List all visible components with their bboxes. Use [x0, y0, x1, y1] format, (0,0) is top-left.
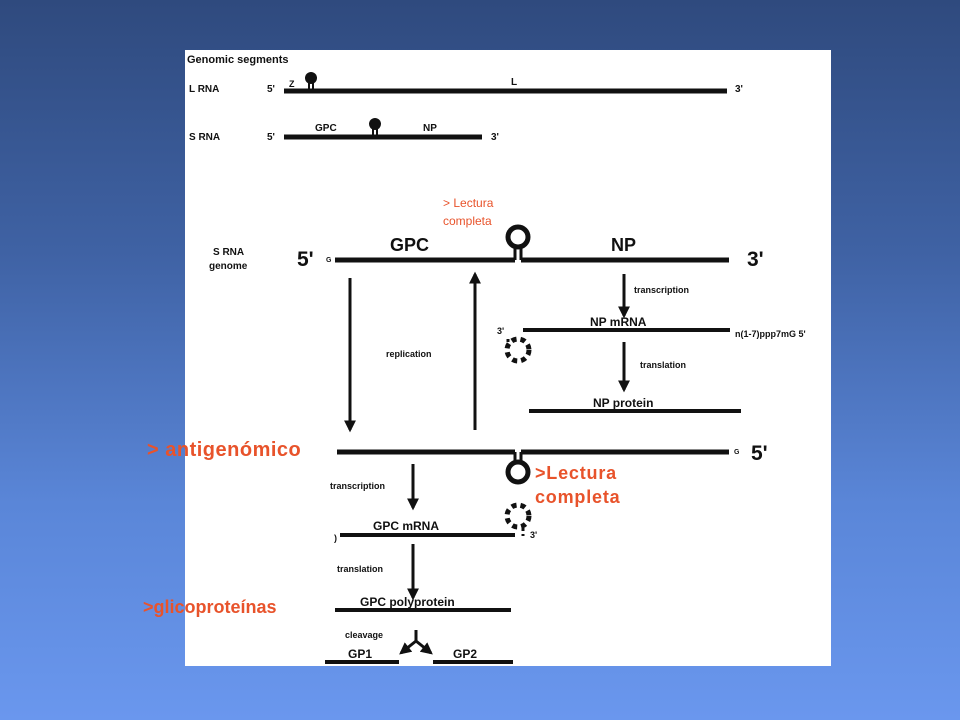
cleavage-arrow-right: [415, 639, 433, 655]
np-mrna-label: NP mRNA: [590, 315, 647, 329]
glicoproteinas-annotation: >glicoproteínas: [143, 597, 277, 617]
lectura-completa-small-annotation: > Lectura completa: [443, 196, 494, 228]
gpc-mrna-label: GPC mRNA: [373, 519, 439, 533]
translation-gpc-label: translation: [337, 564, 383, 574]
antigenome-g-label: G: [734, 449, 740, 456]
cleavage-arrow-left: [399, 639, 417, 655]
antigenome-five-prime: 5': [751, 442, 768, 465]
np-mrna-three-prime: 3': [497, 326, 504, 336]
genome-three-prime: 3': [747, 248, 764, 271]
antigenome-hairpin: [505, 459, 531, 485]
genome-np-label: NP: [611, 235, 636, 255]
transcription-np-label: transcription: [634, 285, 689, 295]
gpc-polyprotein-label: GPC polyprotein: [360, 595, 455, 609]
np-mrna-broken-hairpin: [504, 336, 532, 364]
svg-text:): ): [334, 533, 337, 543]
l-rna-z-label: Z: [289, 79, 295, 89]
s-rna-np-label: NP: [423, 123, 437, 134]
gp2-label: GP2: [453, 647, 477, 661]
genome-g-label: G: [326, 257, 332, 264]
genome-label-line2: genome: [209, 261, 248, 272]
np-mrna-cap-label: n(1-7)ppp7mG 5': [735, 329, 806, 339]
genome-five-prime: 5': [297, 248, 314, 271]
gp1-label: GP1: [348, 647, 372, 661]
l-rna-l-label: L: [511, 77, 517, 88]
l-rna-three-prime: 3': [735, 84, 743, 95]
genome-hairpin: [505, 224, 531, 250]
cleavage-label: cleavage: [345, 630, 383, 640]
np-protein-label: NP protein: [593, 396, 653, 410]
replication-label: replication: [386, 349, 432, 359]
s-rna-five-prime: 5': [267, 132, 275, 143]
gpc-mrna-three-prime: 3': [530, 530, 537, 540]
genome-gpc-label: GPC: [390, 235, 429, 255]
transcription-gpc-label: transcription: [330, 481, 385, 491]
s-rna-label: S RNA: [189, 132, 220, 143]
s-rna-three-prime: 3': [491, 132, 499, 143]
antigenomico-annotation: > antigenómico: [147, 439, 302, 461]
l-rna-label: L RNA: [189, 84, 219, 95]
l-rna-hairpin: [305, 72, 317, 84]
lectura-completa-annotation: >Lectura completa: [535, 463, 621, 507]
s-rna-hairpin: [369, 118, 381, 130]
arenavirus-diagram: Genomic segments L RNA 5' Z L 3' S RNA 5…: [187, 54, 806, 664]
s-rna-gpc-label: GPC: [315, 123, 337, 134]
translation-np-label: translation: [640, 360, 686, 370]
diagram-panel: Genomic segments L RNA 5' Z L 3' S RNA 5…: [185, 50, 831, 666]
l-rna-five-prime: 5': [267, 84, 275, 95]
genome-label-line1: S RNA: [213, 247, 244, 258]
genomic-segments-title: Genomic segments: [187, 54, 288, 66]
gpc-mrna-broken-hairpin: [504, 502, 532, 530]
